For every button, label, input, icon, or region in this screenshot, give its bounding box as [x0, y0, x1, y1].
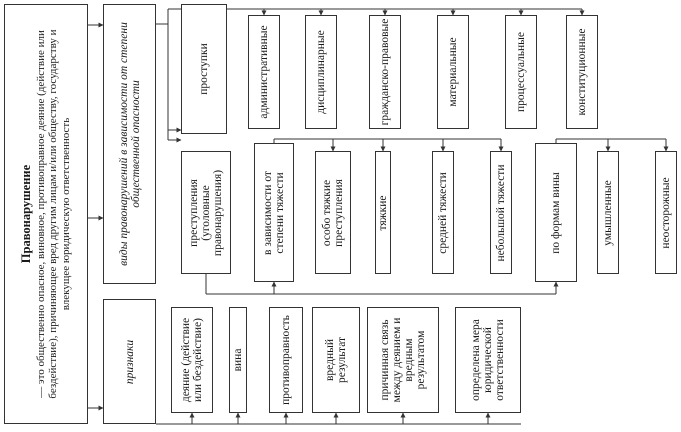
branch-signs-label: признаки [123, 339, 136, 384]
label-material: материальные [447, 37, 459, 107]
label-disciplinary: дисциплинарные [315, 30, 327, 114]
label-protivopravnost: противоправность [280, 315, 292, 405]
box-constitutional: конституционные [566, 15, 598, 129]
branch-by-danger-box: виды правонарушений в зависимости от сте… [103, 4, 156, 284]
box-disciplinary: дисциплинарные [305, 15, 337, 129]
box-prichinnaya-svyaz: причинная связь между деянием и вредным … [367, 307, 439, 413]
box-tyazhkie: тяжкие [375, 151, 391, 274]
box-material: материальные [437, 15, 469, 129]
definition-title: Правонарушение [18, 164, 33, 264]
label-by-guilt: по формам вины [550, 171, 562, 254]
label-nebolshoy: небольшой тяжести [495, 164, 507, 261]
box-administrative: административные [248, 15, 280, 129]
label-constitutional: конституционные [576, 28, 588, 116]
box-prostupki: проступки [181, 4, 227, 134]
box-opredelena-mera: определена мера юридической ответственно… [455, 307, 521, 413]
box-civil: гражданско-правовые [369, 15, 401, 129]
label-prichinnaya-svyaz: причинная связь между деянием и вредным … [379, 317, 427, 403]
label-by-gravity: в зависимости от степени тяжести [262, 170, 286, 255]
box-sredney: средней тяжести [432, 151, 454, 274]
label-tyazhkie: тяжкие [377, 195, 389, 230]
definition-box: Правонарушение — это общественно опасное… [4, 4, 88, 424]
label-neostorozhnye: неосторожные [660, 176, 672, 249]
box-vina: вина [229, 307, 247, 413]
label-civil: гражданско-правовые [379, 18, 391, 126]
box-osobo-tyazhkie: особо тяжкие преступления [315, 151, 351, 274]
definition-text: — это общественно опасное, виновное, про… [34, 29, 72, 399]
box-by-guilt: по формам вины [535, 143, 577, 282]
label-prostupki: проступки [198, 43, 210, 95]
box-procedural: процессуальные [505, 15, 537, 129]
branch-signs-box: признаки [103, 299, 156, 424]
box-protivopravnost: противоправность [269, 307, 303, 413]
box-by-gravity: в зависимости от степени тяжести [254, 143, 294, 282]
box-umyshlennye: умышленные [597, 151, 619, 274]
label-vredny-rezultat: вредный результат [324, 336, 348, 384]
definition-content: Правонарушение — это общественно опасное… [18, 12, 72, 416]
label-umyshlennye: умышленные [602, 179, 614, 246]
label-administrative: административные [258, 25, 270, 119]
label-sredney: средней тяжести [437, 171, 449, 254]
label-deyanie: деяние (действие или бездействие) [180, 317, 204, 403]
label-osobo-tyazhkie: особо тяжкие преступления [321, 178, 345, 247]
branch-by-danger-label: виды правонарушений в зависимости от сте… [117, 22, 142, 266]
label-vina: вина [232, 348, 244, 372]
box-vredny-rezultat: вредный результат [312, 307, 360, 413]
label-opredelena-mera: определена мера юридической ответственно… [470, 319, 506, 401]
box-crimes: преступления (уголовные правонарушения) [181, 151, 231, 274]
box-nebolshoy: небольшой тяжести [490, 151, 512, 274]
label-procedural: процессуальные [515, 31, 527, 113]
label-crimes: преступления (уголовные правонарушения) [188, 169, 224, 256]
box-neostorozhnye: неосторожные [655, 151, 677, 274]
box-deyanie: деяние (действие или бездействие) [171, 307, 213, 413]
